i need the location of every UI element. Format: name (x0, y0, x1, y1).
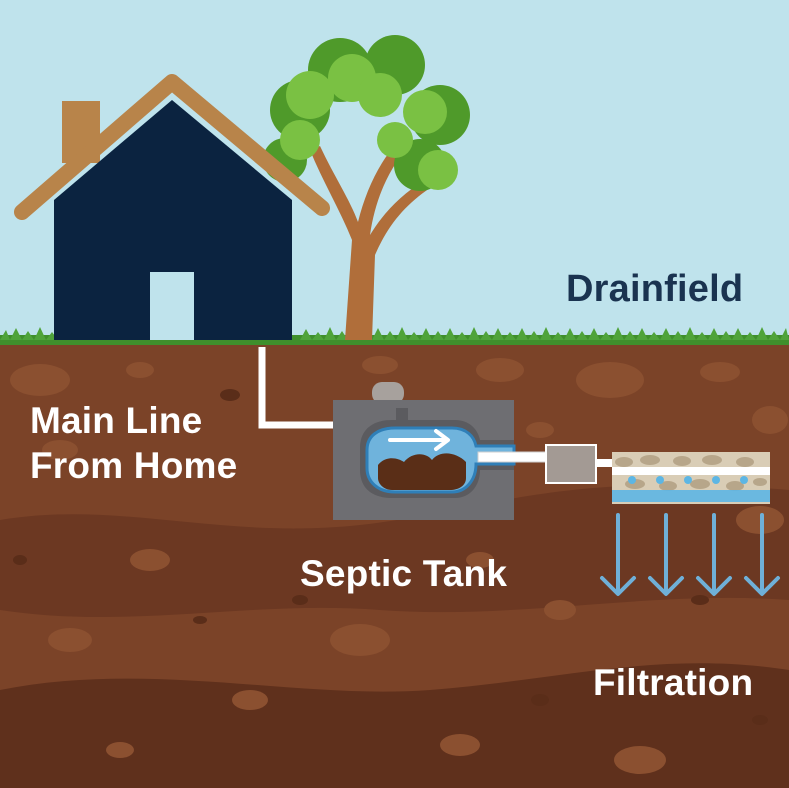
main-line-label-line2: From Home (30, 445, 238, 486)
soil-band-lower (0, 663, 789, 788)
flow-arrow (388, 429, 450, 451)
distribution-box-icon (545, 444, 597, 484)
filtration-arrow-icon (648, 513, 684, 596)
soil-band-upper (0, 484, 789, 618)
filtration-arrow-icon (696, 513, 732, 596)
main-line-pipe (258, 347, 345, 429)
filtration-arrows (600, 513, 780, 596)
grass-blades (0, 327, 789, 340)
drain-pipe-icon (612, 452, 770, 504)
septic-tank-icon (333, 382, 516, 520)
tank-lid (372, 382, 404, 404)
door (150, 272, 194, 340)
drain-pipe-connector (596, 459, 614, 467)
main-line-label: Main Line From Home (30, 398, 237, 488)
outlet-pipe (477, 451, 549, 463)
tree-trunk (310, 140, 430, 340)
house-body (54, 100, 292, 340)
filtration-arrow-icon (744, 513, 780, 596)
roof (14, 74, 330, 220)
tree-icon (263, 35, 470, 340)
soil-spots-dark (13, 389, 768, 725)
soil-spots (10, 356, 788, 774)
filtration-arrow-icon (600, 513, 636, 596)
filtration-label: Filtration (593, 662, 754, 703)
main-line-label-line1: Main Line (30, 400, 203, 441)
house-icon (14, 74, 330, 340)
drainfield-label: Drainfield (566, 268, 744, 310)
sludge (378, 453, 466, 490)
septic-tank-label: Septic Tank (300, 553, 508, 594)
